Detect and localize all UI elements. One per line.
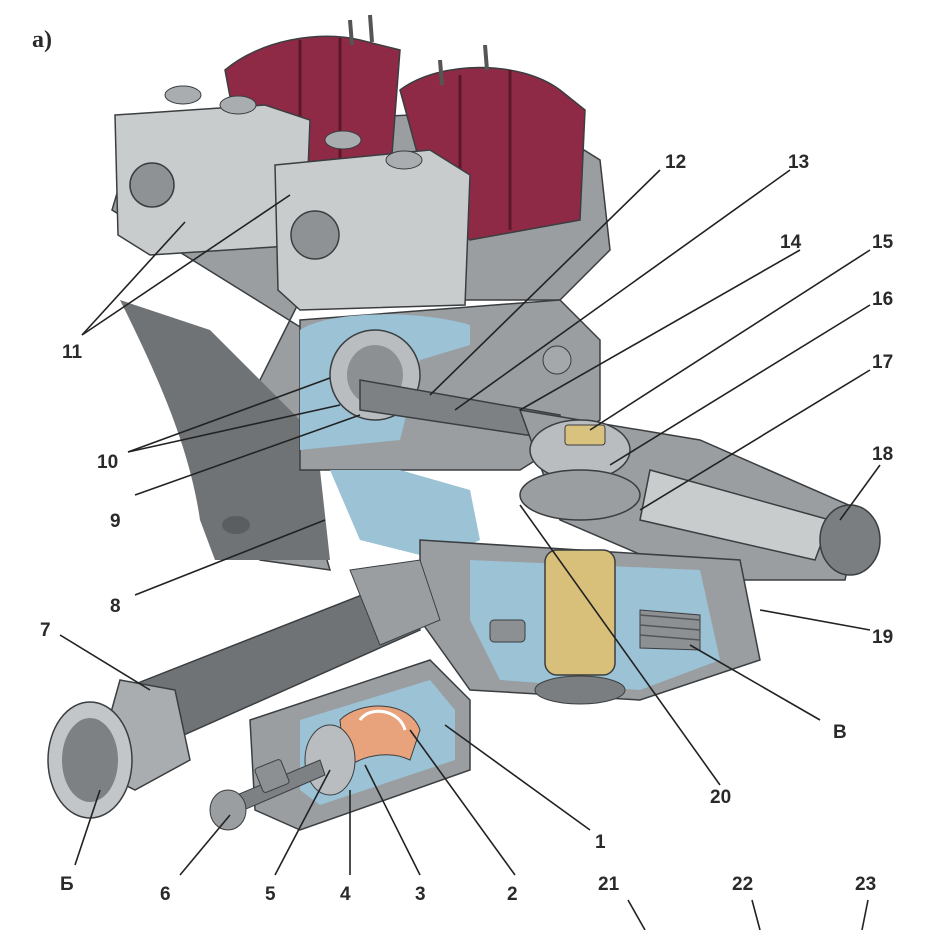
callout-5: 5 [265,884,276,905]
callout-10: 10 [97,452,118,473]
callout-12: 12 [665,152,686,173]
callout-6: 6 [160,884,171,905]
lever-arm [518,409,881,581]
callout-2: 2 [507,884,518,905]
callout-8: 8 [110,596,121,617]
callout-4: 4 [340,884,351,905]
callout-15: 15 [872,232,894,253]
callout-16: 16 [872,289,893,310]
callout-19: 19 [872,627,893,648]
callout-v: В [833,722,847,743]
callout-1: 1 [595,832,606,853]
clamp-blocks [114,85,471,311]
callout-14: 14 [780,232,802,253]
callout-7: 7 [40,620,51,641]
callout-17: 17 [872,352,893,373]
callout-23: 23 [855,874,876,895]
callout-21: 21 [598,874,620,895]
callout-b: Б [60,874,74,895]
panel-label: а) [32,27,52,53]
callout-3: 3 [415,884,426,905]
callout-22: 22 [732,874,753,895]
callout-13: 13 [788,152,809,173]
callout-20: 20 [710,787,731,808]
pipe-fitting [47,559,441,819]
lower-body-section [419,539,761,705]
callout-18: 18 [872,444,893,465]
callout-9: 9 [110,511,121,532]
callout-11: 11 [62,342,83,363]
leader-lines [59,169,881,930]
adjuster-plug [209,659,471,831]
callout-labels: а) 11 10 9 8 7 12 13 14 15 16 17 18 19 В… [32,27,894,905]
